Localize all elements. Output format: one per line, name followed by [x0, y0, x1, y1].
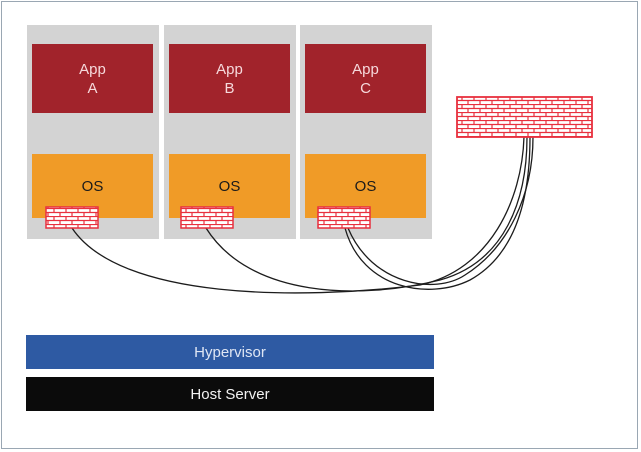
app-a-letter: A	[87, 79, 98, 97]
vm-b: App B OS	[164, 25, 296, 239]
connection-line-c-1	[344, 136, 531, 290]
os-a-label: OS	[81, 177, 104, 195]
os-b-label: OS	[218, 177, 241, 195]
connection-line-c-2	[347, 136, 534, 286]
firewall-icon	[456, 96, 593, 138]
host-server-bar: Host Server	[26, 377, 434, 411]
app-c-label: App	[352, 60, 379, 78]
hypervisor-label: Hypervisor	[194, 343, 266, 361]
vm-a: App A OS	[27, 25, 159, 239]
app-c-letter: C	[360, 79, 371, 97]
firewall-icon	[45, 206, 99, 229]
connection-line-a	[71, 136, 525, 294]
os-c-label: OS	[354, 177, 377, 195]
firewall-icon	[317, 206, 371, 229]
host-server-label: Host Server	[190, 385, 270, 403]
app-b-label: App	[216, 60, 243, 78]
app-a-box: App A	[32, 44, 153, 113]
app-b-letter: B	[224, 79, 235, 97]
app-a-label: App	[79, 60, 106, 78]
hypervisor-bar: Hypervisor	[26, 335, 434, 369]
app-b-box: App B	[169, 44, 290, 113]
connection-line-b	[205, 136, 528, 292]
app-c-box: App C	[305, 44, 426, 113]
vm-c: App C OS	[300, 25, 432, 239]
firewall-icon	[180, 206, 234, 229]
